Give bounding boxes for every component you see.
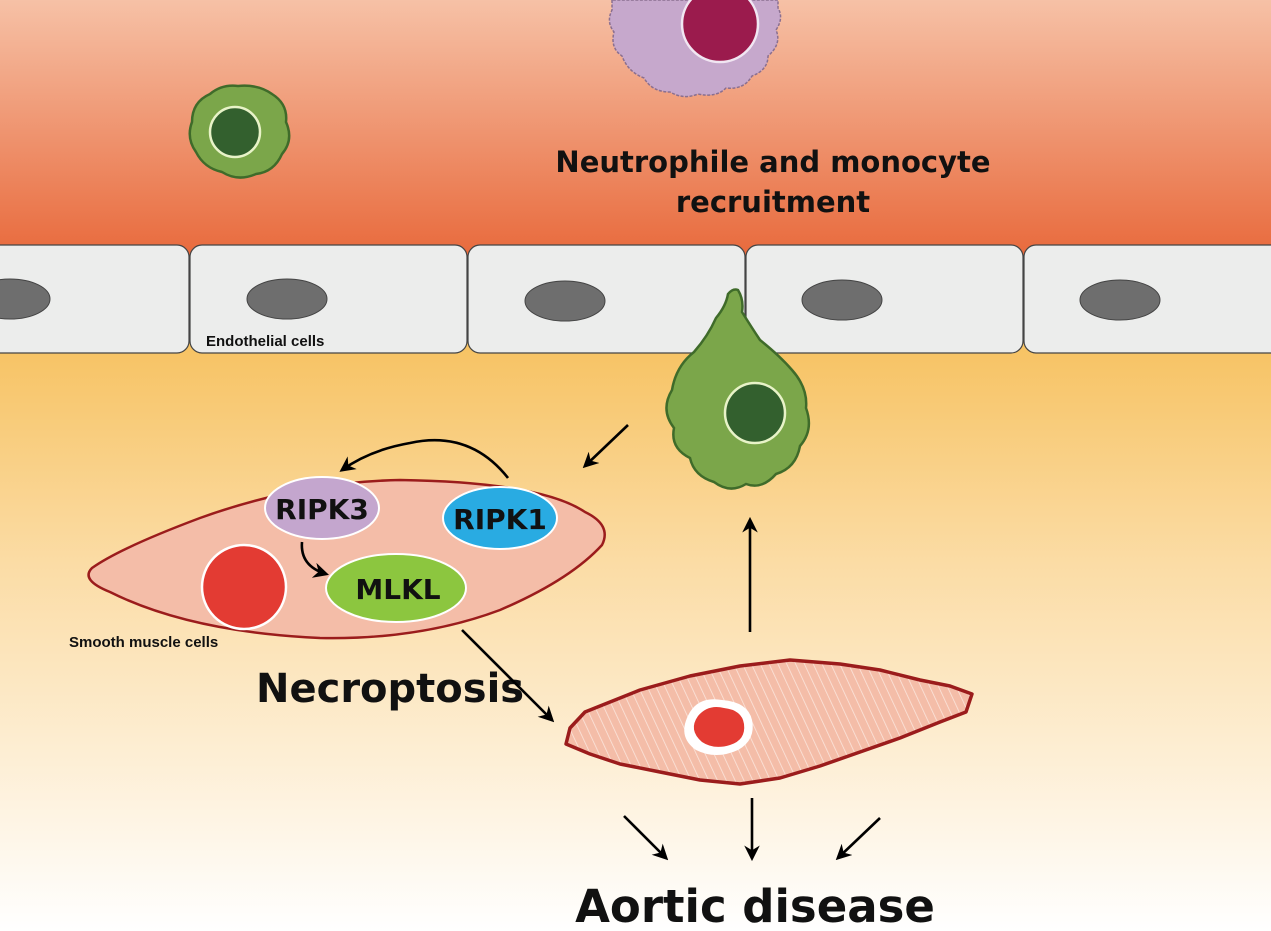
ripk1-node [442,486,558,550]
smooth-muscle-cells-label: Smooth muscle cells [69,634,218,651]
monocyte-nucleus [208,105,262,159]
necrotic-cell-body [564,658,974,786]
transmigrating-monocyte-nucleus [723,381,787,445]
monocyte-to-smc-arrow [582,424,629,469]
ripk3-to-mlkl-arrow [300,541,329,578]
necrotic-nucleus [693,707,745,747]
endothelial-layer [0,244,1271,354]
ripk3-label: RIPK3 [275,493,369,526]
ripk1-label: RIPK1 [453,503,547,536]
necroptosis-label: Necroptosis [256,666,524,712]
aortic-disease-label: Aortic disease [575,880,935,931]
ripk1-to-ripk3-arrow [339,438,510,479]
endothelial-nucleus [0,278,51,320]
recruitment-label-line1: Neutrophile and monocyte [555,145,990,179]
aortic-arrow-left [623,815,669,861]
smc-to-necrotic-arrow [461,629,555,723]
neutrophil-nucleus [680,0,760,64]
endothelial-cell [0,244,190,354]
mlkl-label: MLKL [355,573,440,606]
endothelial-cell [745,244,1024,354]
transmigrating-monocyte [665,288,811,490]
endothelial-nucleus [524,280,606,322]
endothelial-nucleus [801,279,883,321]
recruitment-label-line2: recruitment [676,185,870,219]
smooth-muscle-cell-nucleus [200,543,288,631]
ripk3-node [264,476,380,540]
mlkl-node [325,553,467,623]
aortic-arrow-right [835,817,881,861]
endothelial-nucleus [1079,279,1161,321]
monocyte-in-lumen [188,84,291,179]
neutrophil [608,0,782,98]
necrotic-smooth-muscle-cell [564,658,974,786]
endothelial-cell [189,244,468,354]
endothelial-cell [467,244,746,354]
endothelial-cells-label: Endothelial cells [206,333,324,350]
endothelial-nucleus [246,278,328,320]
